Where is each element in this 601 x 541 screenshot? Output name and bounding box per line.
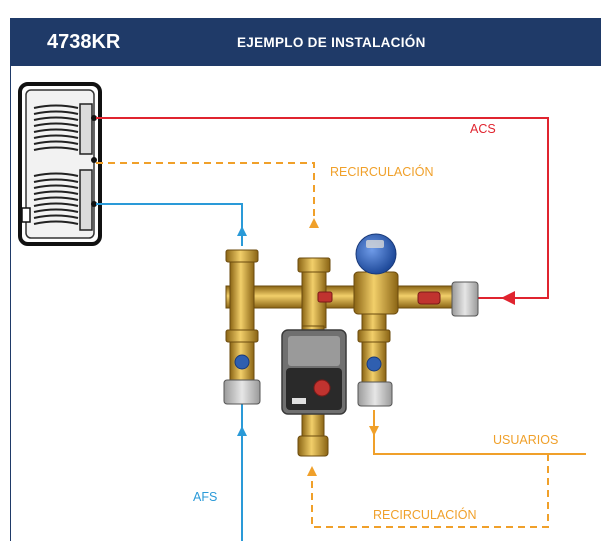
mixing-valve-icon xyxy=(223,233,479,407)
acs-label: ACS xyxy=(470,122,496,136)
recirculation-bottom-label: RECIRCULACIÓN xyxy=(373,507,477,522)
recirculation-bottom-line xyxy=(307,454,549,528)
circulation-pump-icon xyxy=(281,325,347,457)
afs-top-line xyxy=(96,203,247,246)
title-bar: 4738KR EJEMPLO DE INSTALACIÓN xyxy=(10,18,601,66)
users-label: USUARIOS xyxy=(493,433,558,447)
users-line xyxy=(369,410,586,455)
afs-bottom-line xyxy=(237,404,247,541)
frame-left-border xyxy=(10,66,11,541)
page-title: EJEMPLO DE INSTALACIÓN xyxy=(237,34,426,50)
water-tank-icon xyxy=(18,82,102,246)
recirculation-top-line xyxy=(96,162,319,232)
recirculation-top-label: RECIRCULACIÓN xyxy=(330,164,434,179)
afs-label: AFS xyxy=(193,490,217,504)
product-code: 4738KR xyxy=(47,30,121,53)
acs-line xyxy=(96,117,549,305)
